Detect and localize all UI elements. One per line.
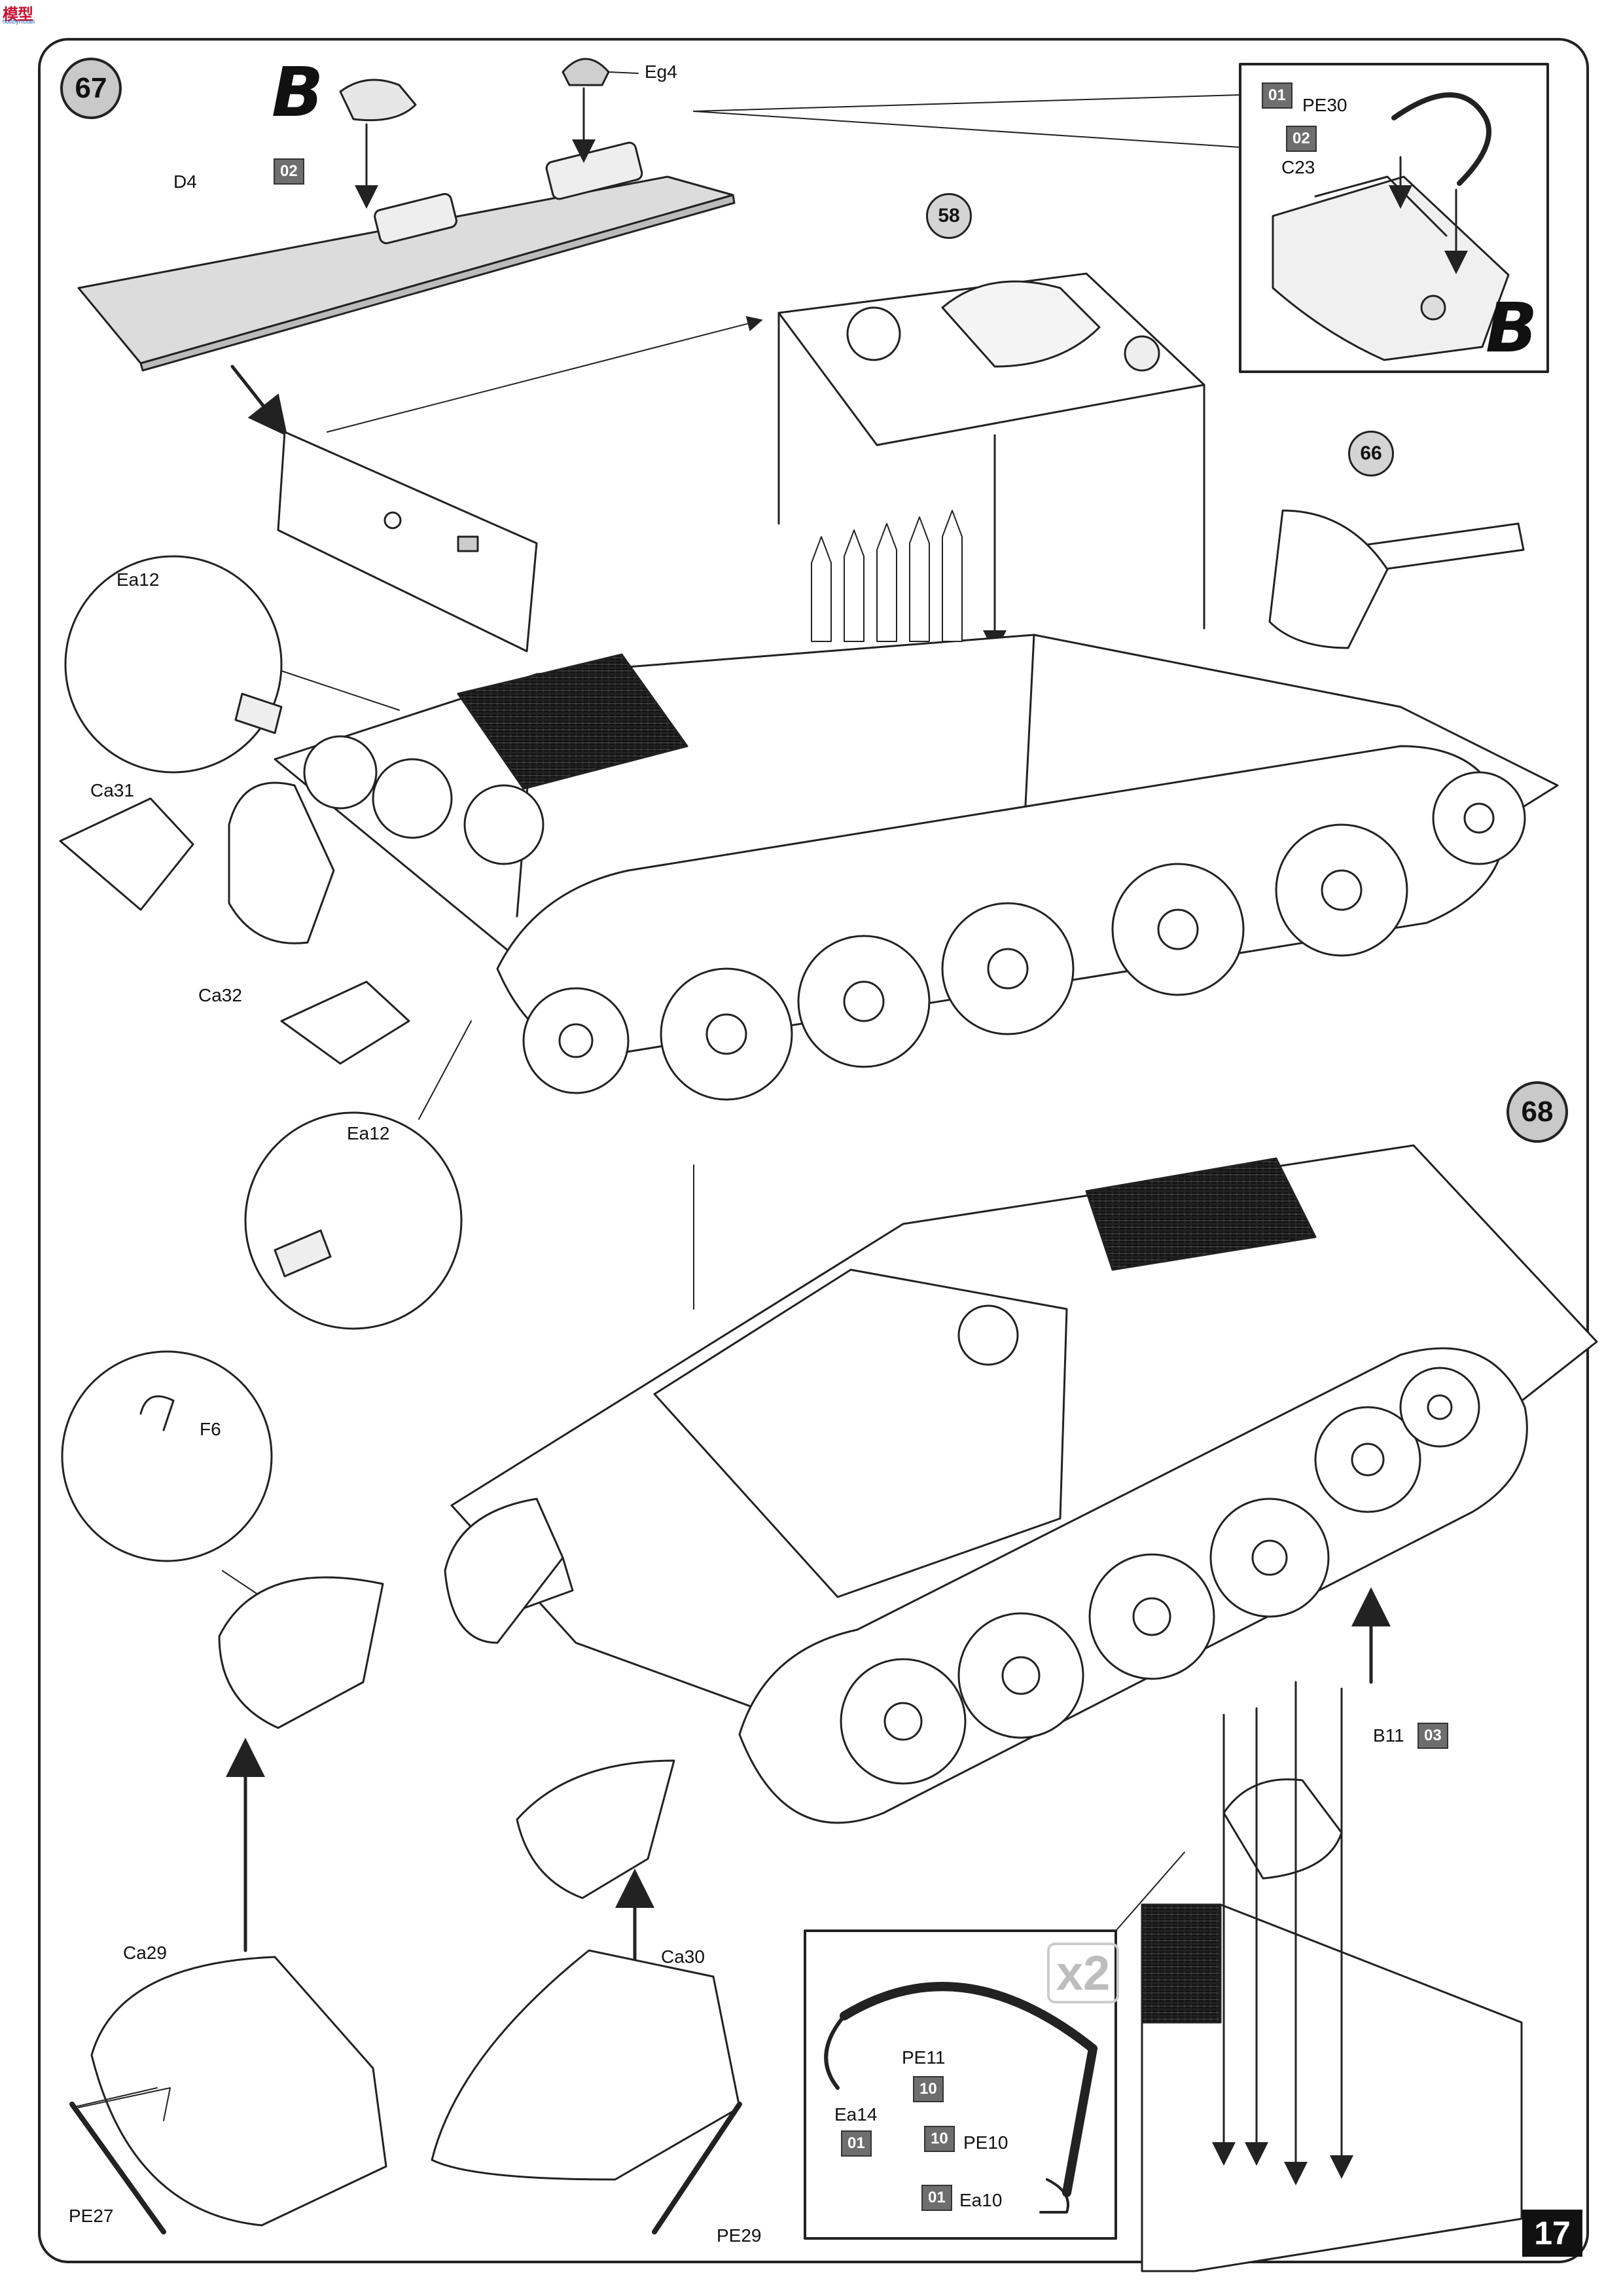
step-number-badge: 67 bbox=[60, 58, 122, 119]
exhaust-strap-inset bbox=[804, 1852, 1185, 2240]
part-label-ca31: Ca31 bbox=[90, 780, 134, 800]
subassembly-b-marker: B bbox=[1486, 288, 1538, 368]
ea12-detail-circle bbox=[64, 555, 400, 774]
logo-text: 模型 bbox=[3, 6, 33, 24]
subassembly-b-marker: B bbox=[272, 52, 324, 132]
part-label-eg4: Eg4 bbox=[645, 62, 677, 82]
part-label-ca29: Ca29 bbox=[123, 1943, 167, 1963]
reference-step-badge: 66 bbox=[1348, 431, 1394, 476]
part-label-c23: C23 bbox=[1281, 157, 1315, 177]
sprue-badge: 10 bbox=[913, 2076, 944, 2102]
tank-hull-rear-view bbox=[228, 509, 1559, 1101]
part-label-ea12: Ea12 bbox=[116, 569, 160, 590]
fighting-compartment-roof bbox=[777, 272, 1205, 654]
engine-deck-plate bbox=[77, 141, 736, 372]
sprue-badge: 01 bbox=[921, 2185, 952, 2211]
sprue-badge: 10 bbox=[924, 2126, 955, 2152]
sprue-badge: 01 bbox=[1262, 82, 1293, 109]
sprue-badge: 02 bbox=[1286, 126, 1317, 152]
part-label-ca32: Ca32 bbox=[198, 985, 242, 1005]
quantity-indicator: x2 bbox=[1047, 1943, 1120, 2003]
sprue-badge: 01 bbox=[841, 2130, 872, 2157]
part-label-ca30: Ca30 bbox=[661, 1946, 705, 1967]
exhaust-detail bbox=[1141, 1681, 1523, 2272]
part-label-ea10: Ea10 bbox=[959, 2190, 1003, 2210]
logo-subtext: hobbymodel bbox=[3, 18, 35, 25]
part-label-pe10: PE10 bbox=[963, 2132, 1008, 2153]
part-label-pe29: PE29 bbox=[717, 2225, 762, 2246]
tank-hull-front-view bbox=[444, 1144, 1598, 1824]
sprue-badge: 02 bbox=[274, 158, 304, 185]
part-label-b11: B11 bbox=[1373, 1725, 1404, 1746]
sprue-badge: 03 bbox=[1418, 1723, 1448, 1749]
rear-hull-plate bbox=[277, 431, 538, 653]
part-label-pe30: PE30 bbox=[1302, 95, 1347, 115]
part-label-ea12: Ea12 bbox=[347, 1123, 390, 1143]
part-label-d4: D4 bbox=[173, 171, 197, 192]
f6-detail-circle bbox=[61, 1350, 273, 1598]
part-label-pe27: PE27 bbox=[69, 2206, 114, 2226]
part-label-f6: F6 bbox=[200, 1419, 221, 1439]
step-number-badge: 68 bbox=[1507, 1081, 1568, 1143]
part-label-ea14: Ea14 bbox=[834, 2104, 878, 2125]
part-label-pe11: PE11 bbox=[902, 2047, 946, 2068]
site-logo: 模型 hobbymodel bbox=[0, 0, 47, 29]
detail-inset-b bbox=[1239, 63, 1549, 373]
ea12-lower-detail-circle bbox=[244, 1020, 472, 1330]
reference-step-badge: 58 bbox=[926, 193, 972, 239]
page-number: 17 bbox=[1522, 2210, 1582, 2257]
